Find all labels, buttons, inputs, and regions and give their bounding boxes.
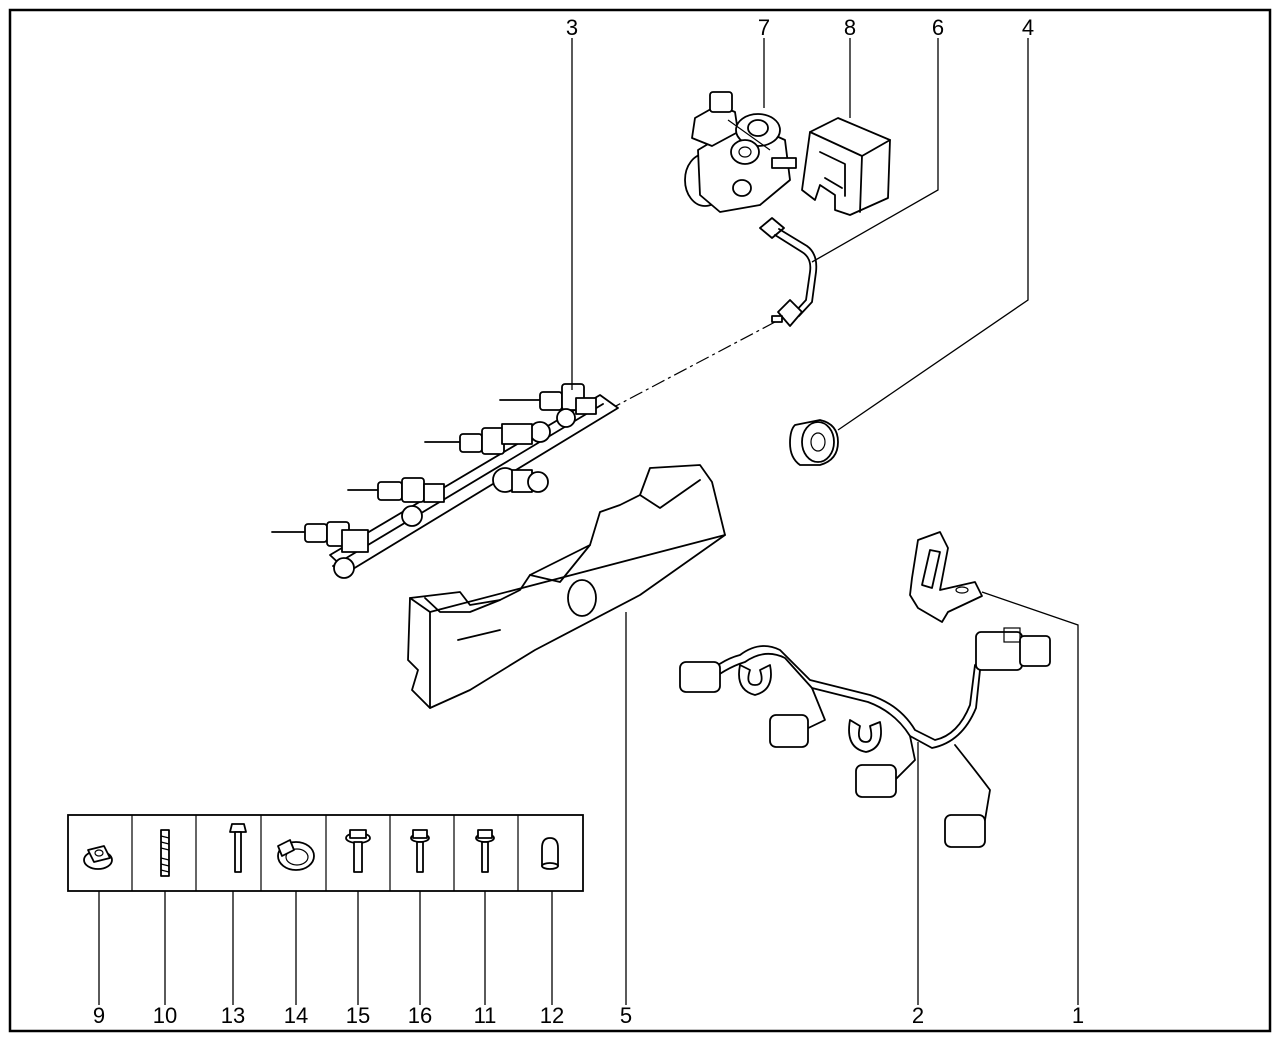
bolt-icon (410, 829, 430, 873)
fastener-panel (67, 814, 584, 892)
callout-8: 8 (844, 15, 856, 40)
flange-bolt-icon (345, 829, 371, 873)
callout-12: 12 (540, 1003, 564, 1028)
rail-insulator-part-5 (407, 464, 726, 709)
callout-1: 1 (1072, 1003, 1084, 1028)
callout-labels: 3 7 8 6 4 9 10 13 14 15 16 11 12 5 2 1 (93, 15, 1084, 1028)
spacer-ring-part-4 (789, 419, 839, 466)
callout-3: 3 (566, 15, 578, 40)
callout-16: 16 (408, 1003, 432, 1028)
callout-7: 7 (758, 15, 770, 40)
diagram-frame (8, 8, 1272, 1033)
fuel-rail-injectors-part-3 (271, 383, 619, 579)
pump-cover-part-8 (801, 117, 891, 216)
callout-9: 9 (93, 1003, 105, 1028)
callout-2: 2 (912, 1003, 924, 1028)
flange-nut-icon (83, 845, 113, 870)
callout-6: 6 (932, 15, 944, 40)
callout-5: 5 (620, 1003, 632, 1028)
callout-4: 4 (1022, 15, 1034, 40)
wiring-harness-part-2 (679, 627, 1051, 848)
callout-15: 15 (346, 1003, 370, 1028)
leader-lines (98, 38, 1079, 1005)
stud-icon (160, 829, 170, 877)
callout-10: 10 (153, 1003, 177, 1028)
shoulder-bolt-icon (475, 829, 495, 873)
bracket-part-1 (909, 531, 983, 623)
alignment-centerline (611, 321, 776, 409)
sleeve-cap-icon (541, 837, 559, 870)
hose-clamp-icon (277, 839, 315, 871)
callout-13: 13 (221, 1003, 245, 1028)
high-pressure-line-part-6 (759, 217, 818, 327)
high-pressure-pump-part-7 (684, 91, 797, 213)
callout-14: 14 (284, 1003, 308, 1028)
callout-11: 11 (474, 1003, 497, 1028)
long-bolt-icon (229, 823, 247, 873)
